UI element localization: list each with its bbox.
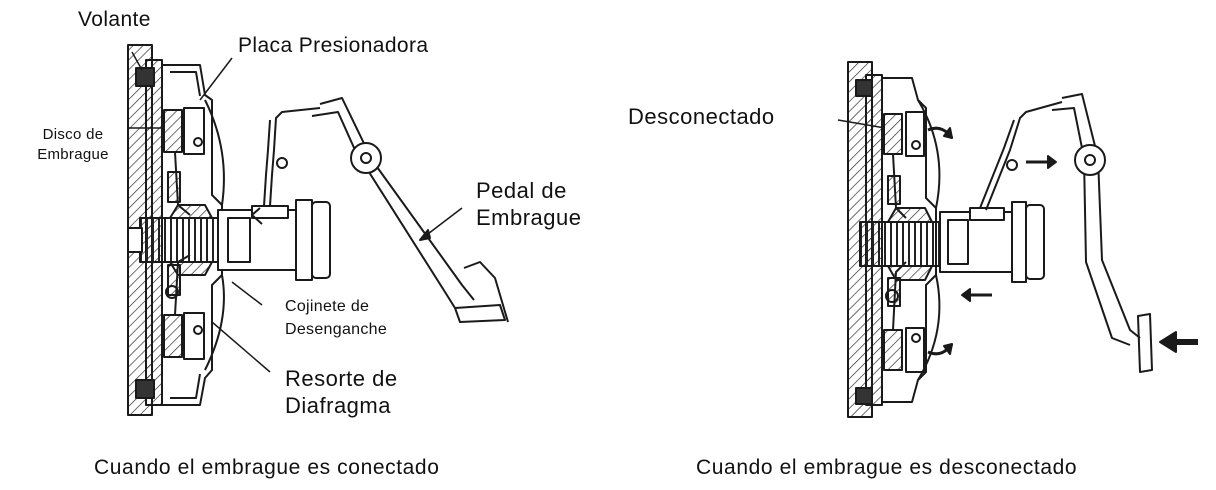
clutch-disc-bottom-left [163,314,183,358]
label-cojinete-desenganche: Cojinete de Desenganche [285,298,388,338]
label-volante: Volante [78,8,151,31]
diaphragm-spring-left [204,99,225,206]
clutch-pedal-left [319,97,475,301]
caption-desconectado: Cuando el embrague es desconectado [696,456,1078,479]
label-disco-embrague: Disco de Embrague [37,126,109,163]
clutch-pedal-right [1061,93,1141,339]
label-desconectado: Desconectado [628,104,775,129]
label-placa-presionadora: Placa Presionadora [238,34,429,57]
label-resorte-diafragma: Resorte de Diafragma [285,366,398,418]
caption-conectado: Cuando el embrague es conectado [94,456,440,479]
splined-hub-right [859,221,941,267]
right-clutch-assembly [837,61,1198,418]
splined-hub-left [139,217,219,263]
clutch-disc-top-left [163,109,183,153]
left-clutch-assembly [127,44,509,416]
clutch-disc-top-right [883,113,903,155]
label-pedal-embrague: Pedal de Embrague [476,178,582,230]
clutch-disc-bottom-right [883,329,903,371]
